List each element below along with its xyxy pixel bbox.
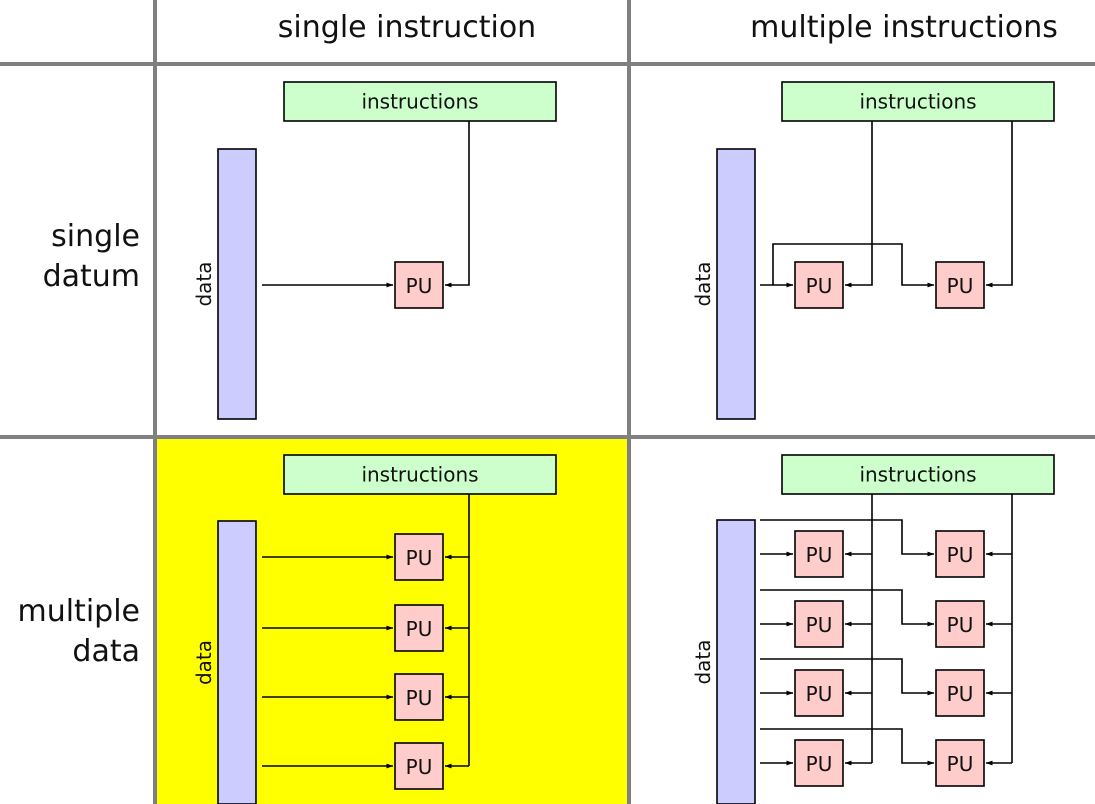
misd-pu-2-label: PU	[947, 274, 974, 298]
misd-instructions-box-label: instructions	[859, 90, 976, 114]
mimd-data-arrow-4-2	[760, 728, 935, 766]
mimd-pu-3-2-label: PU	[947, 682, 974, 706]
column-header-single-instruction: single instruction	[278, 10, 536, 45]
sisd-instruction-arrow	[444, 121, 470, 288]
row-header-single-datum-line2: datum	[43, 259, 140, 294]
mimd-pu-2-1-label: PU	[806, 613, 833, 637]
simd-pu-4	[394, 742, 444, 790]
mimd-pu-1-1	[794, 530, 844, 578]
simd-pu-1-label: PU	[406, 546, 433, 570]
mimd-pu-1-1-label: PU	[806, 543, 833, 567]
sisd-instructions-box-label: instructions	[361, 90, 478, 114]
simd-instructions-box-label: instructions	[361, 463, 478, 487]
mimd-pu-4-2	[935, 739, 985, 787]
misd-instruction-arrow-2	[985, 121, 1013, 288]
mimd-data-arrow-2-2	[760, 589, 935, 627]
row-header-multiple-data-line1: multiple	[17, 594, 140, 629]
misd-data-bar	[716, 148, 756, 420]
mimd-pu-2-2-label: PU	[947, 613, 974, 637]
simd-pu-3-label: PU	[406, 686, 433, 710]
mimd-pu-1-2	[935, 530, 985, 578]
simd-pu-2-label: PU	[406, 617, 433, 641]
mimd-pu-3-2	[935, 669, 985, 717]
row-header-multiple-data-line2: data	[72, 634, 140, 669]
simd-pu-3	[394, 673, 444, 721]
sisd-data-bar-label: data	[192, 261, 216, 306]
simd-data-bar-label: data	[192, 640, 216, 685]
mimd-pu-4-1	[794, 739, 844, 787]
mimd-pu-2-1	[794, 600, 844, 648]
mimd-data-bar-label: data	[691, 639, 715, 684]
misd-pu-1-label: PU	[806, 274, 833, 298]
simd-pu-1	[394, 533, 444, 581]
misd-data-branch-arrow-2	[772, 243, 935, 288]
mimd-data-bar	[716, 519, 756, 804]
misd-instructions-box	[781, 81, 1055, 122]
simd-instructions-box	[283, 454, 557, 495]
mimd-pu-3-1-label: PU	[806, 682, 833, 706]
mimd-instructions-box-label: instructions	[859, 463, 976, 487]
mimd-instructions-box	[781, 454, 1055, 495]
row-header-single-datum-line1: single	[51, 219, 140, 254]
misd-instruction-arrow-1	[844, 121, 873, 288]
mimd-pu-1-2-label: PU	[947, 543, 974, 567]
mimd-pu-2-2	[935, 600, 985, 648]
mimd-pu-4-2-label: PU	[947, 752, 974, 776]
mimd-pu-4-1-label: PU	[806, 752, 833, 776]
column-header-multiple-instructions: multiple instructions	[750, 10, 1058, 45]
mimd-data-arrow-1-2	[760, 519, 935, 557]
sisd-data-bar	[217, 148, 257, 420]
simd-data-bar	[217, 520, 257, 804]
mimd-data-arrow-3-2	[760, 658, 935, 696]
sisd-pu	[394, 261, 444, 309]
simd-pu-4-label: PU	[406, 755, 433, 779]
misd-pu-2	[935, 261, 985, 309]
mimd-pu-3-1	[794, 669, 844, 717]
simd-pu-2	[394, 604, 444, 652]
sisd-instructions-box	[283, 81, 557, 122]
misd-data-bar-label: data	[691, 261, 715, 306]
sisd-pu-label: PU	[406, 274, 433, 298]
misd-pu-1	[794, 261, 844, 309]
